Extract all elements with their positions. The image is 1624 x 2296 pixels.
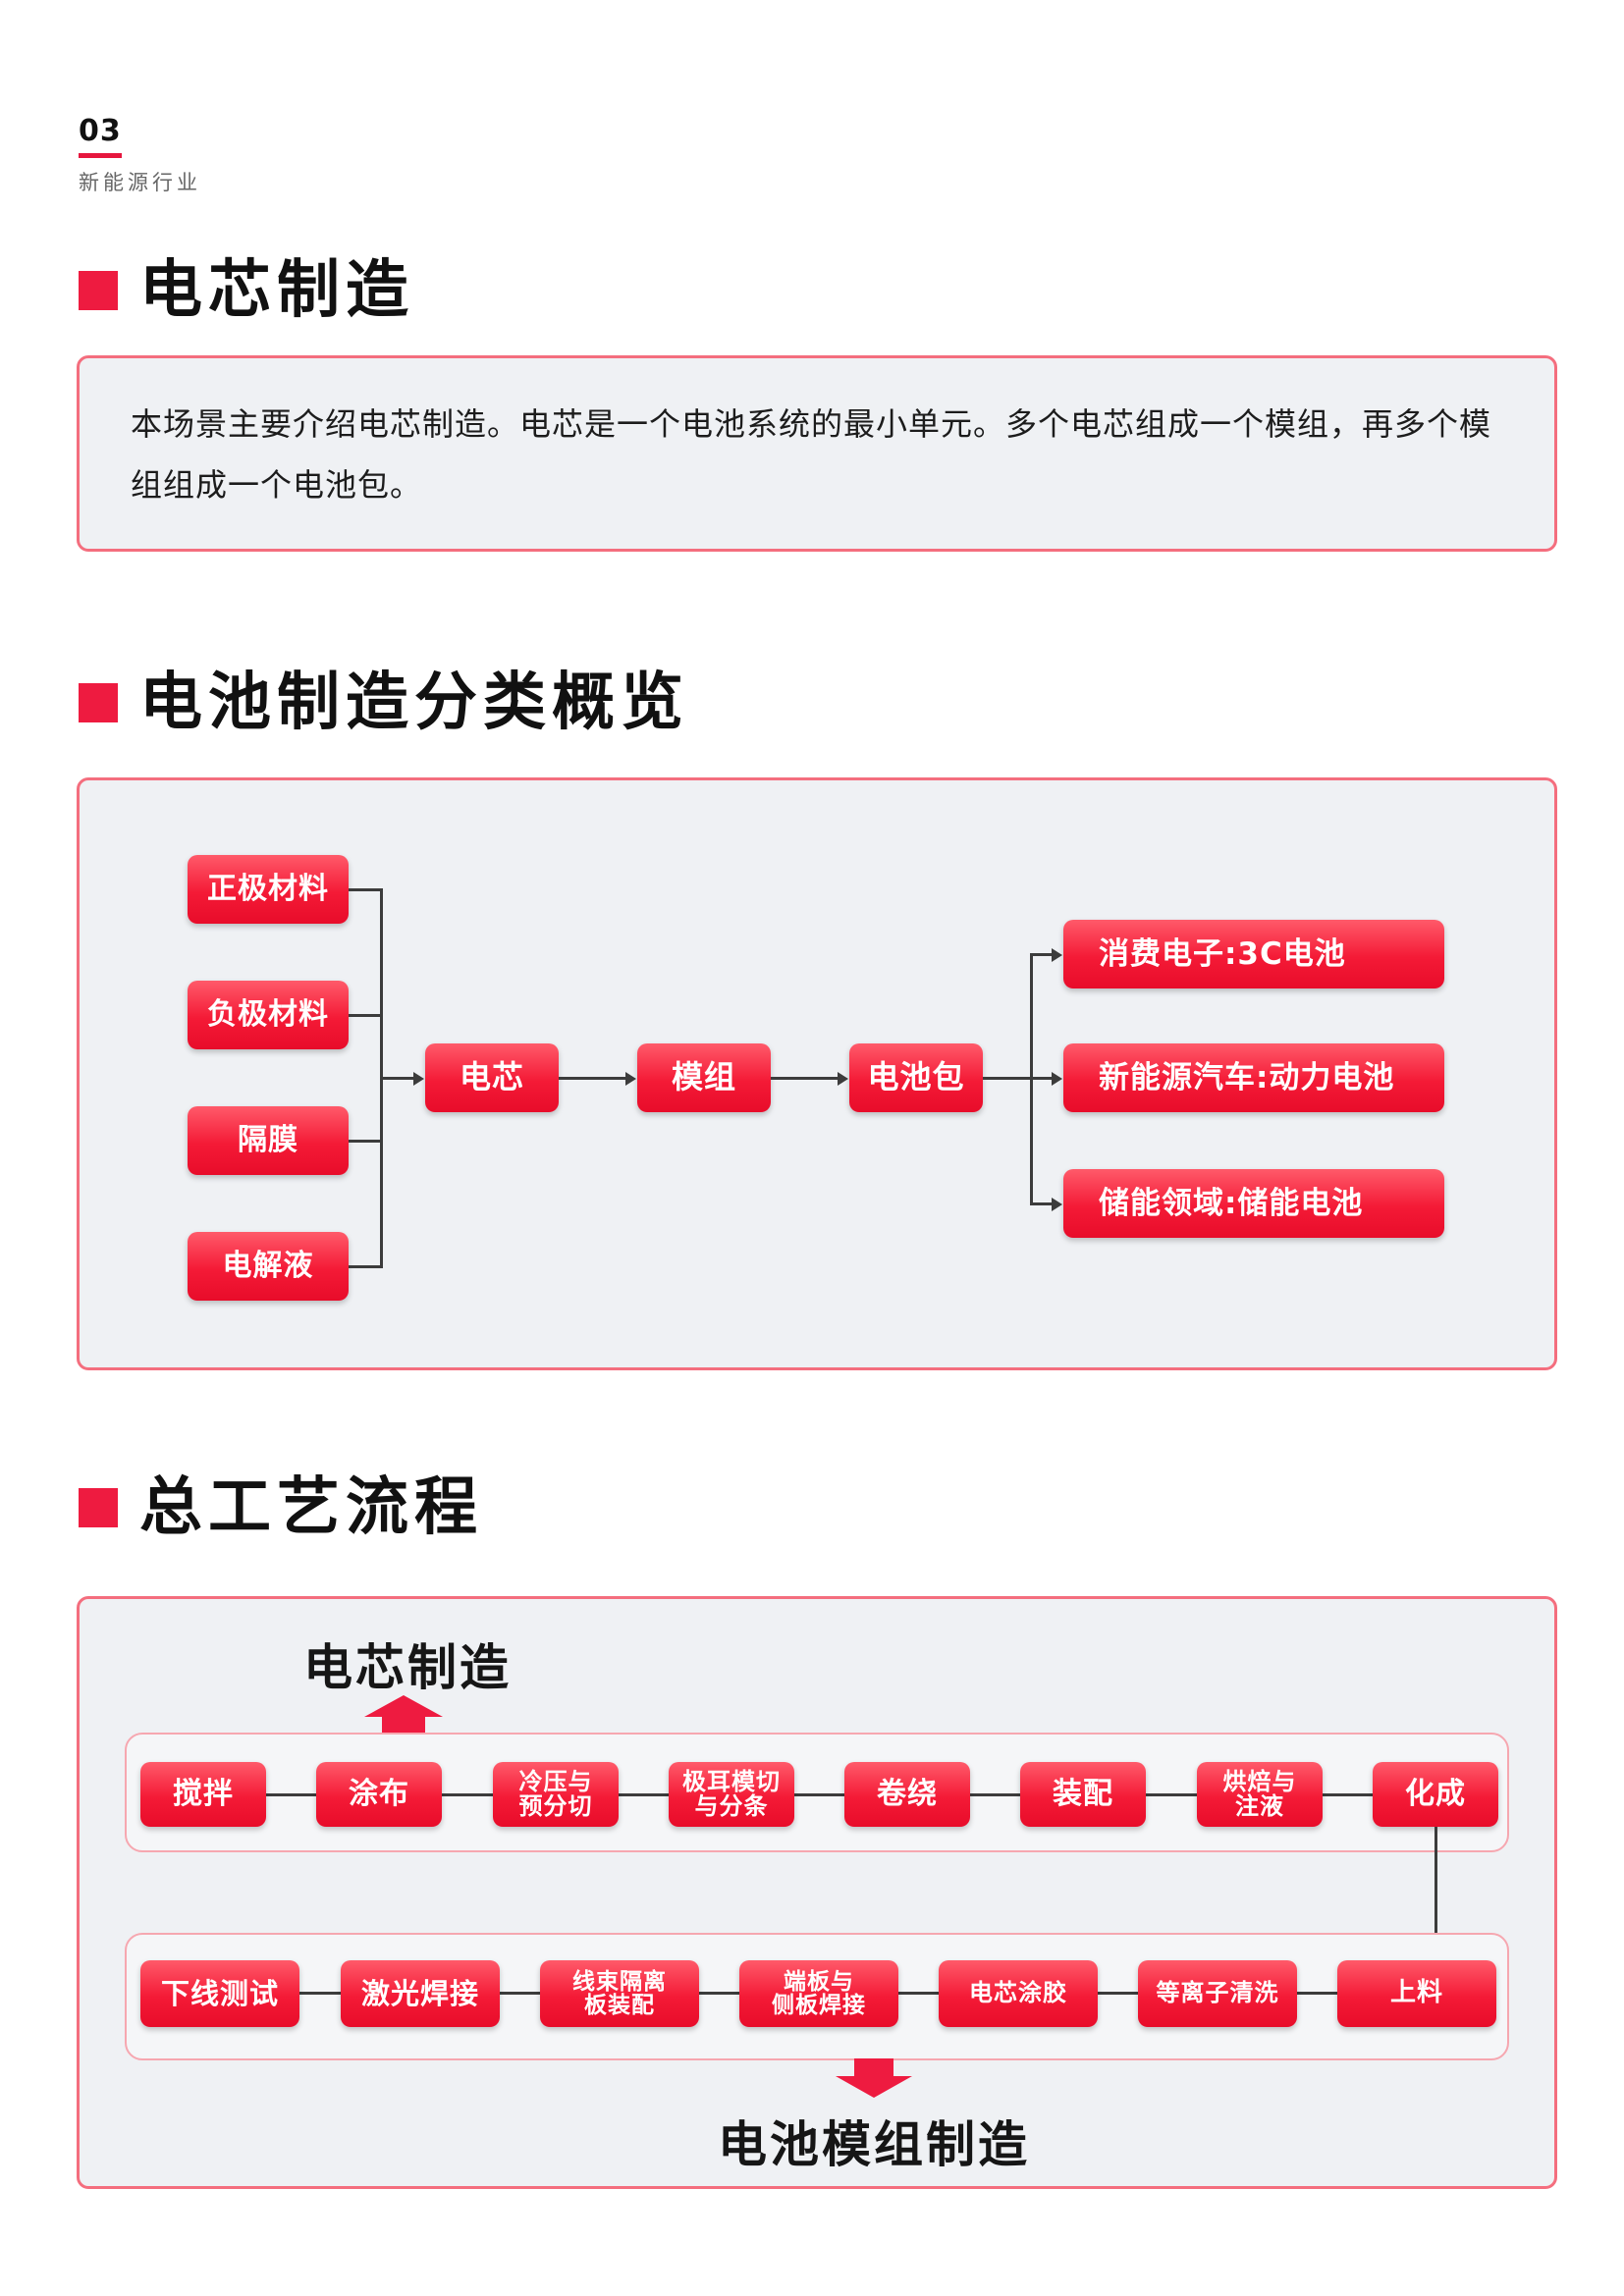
- heading-marker: [79, 683, 118, 722]
- chain-cell: 电芯: [425, 1043, 559, 1112]
- step-coating: 涂布: [316, 1762, 442, 1827]
- step-baking-filling: 烘焙与 注液: [1197, 1762, 1323, 1827]
- step-laser-welding: 激光焊接: [341, 1960, 500, 2027]
- app-ev-power: 新能源汽车:动力电池: [1063, 1043, 1444, 1112]
- intro-line-2: 组组成一个电池包。: [131, 466, 423, 504]
- step-harness-plate-assembly: 线束隔离 板装配: [540, 1960, 699, 2027]
- step-endplate-welding: 端板与 侧板焊接: [739, 1960, 898, 2027]
- page-number: 03: [79, 114, 122, 148]
- material-electrolyte: 电解液: [188, 1232, 349, 1301]
- heading-battery-overview: 电池制造分类概览: [139, 667, 689, 739]
- label-module-manufacturing: 电池模组制造: [718, 2116, 1030, 2173]
- step-pressing-slitting: 冷压与 预分切: [493, 1762, 619, 1827]
- app-energy-storage: 储能领域:储能电池: [1063, 1169, 1444, 1238]
- step-tab-cutting: 极耳模切 与分条: [669, 1762, 794, 1827]
- app-consumer-electronics: 消费电子:3C电池: [1063, 920, 1444, 988]
- intro-line-1: 本场景主要介绍电芯制造。电芯是一个电池系统的最小单元。多个电芯组成一个模组，再多…: [131, 405, 1492, 443]
- overview-panel: 正极材料 负极材料 隔膜 电解液 电芯 模组 电池包 消费电子:3C电池 新能源…: [77, 777, 1557, 1370]
- section-tag: 新能源行业: [79, 171, 201, 194]
- heading-marker: [79, 271, 118, 310]
- material-anode: 负极材料: [188, 981, 349, 1049]
- down-arrow-icon: [836, 2076, 912, 2098]
- process-panel: 电芯制造 搅拌 涂布 冷压与 预分切 极耳模切 与分条 卷绕 装配 烘焙与 注液…: [77, 1596, 1557, 2189]
- intro-panel: 本场景主要介绍电芯制造。电芯是一个电池系统的最小单元。多个电芯组成一个模组，再多…: [77, 355, 1557, 552]
- heading-process-flow: 总工艺流程: [139, 1471, 483, 1544]
- step-formation: 化成: [1373, 1762, 1498, 1827]
- step-mixing: 搅拌: [140, 1762, 266, 1827]
- chain-pack: 电池包: [849, 1043, 983, 1112]
- page-number-underline: [79, 153, 122, 158]
- down-arrow-icon-stem: [854, 2058, 893, 2076]
- material-separator: 隔膜: [188, 1106, 349, 1175]
- heading-cell-manufacturing: 电芯制造: [139, 254, 414, 327]
- step-assembly: 装配: [1020, 1762, 1146, 1827]
- step-plasma-cleaning: 等离子清洗: [1138, 1960, 1297, 2027]
- step-loading: 上料: [1337, 1960, 1496, 2027]
- material-cathode: 正极材料: [188, 855, 349, 924]
- up-arrow-icon-stem: [382, 1715, 425, 1733]
- label-cell-manufacturing: 电芯制造: [303, 1639, 512, 1696]
- chain-module: 模组: [637, 1043, 771, 1112]
- up-arrow-icon: [364, 1695, 443, 1717]
- step-winding: 卷绕: [844, 1762, 970, 1827]
- step-offline-test: 下线测试: [140, 1960, 299, 2027]
- heading-marker: [79, 1488, 118, 1527]
- step-cell-gluing: 电芯涂胶: [939, 1960, 1098, 2027]
